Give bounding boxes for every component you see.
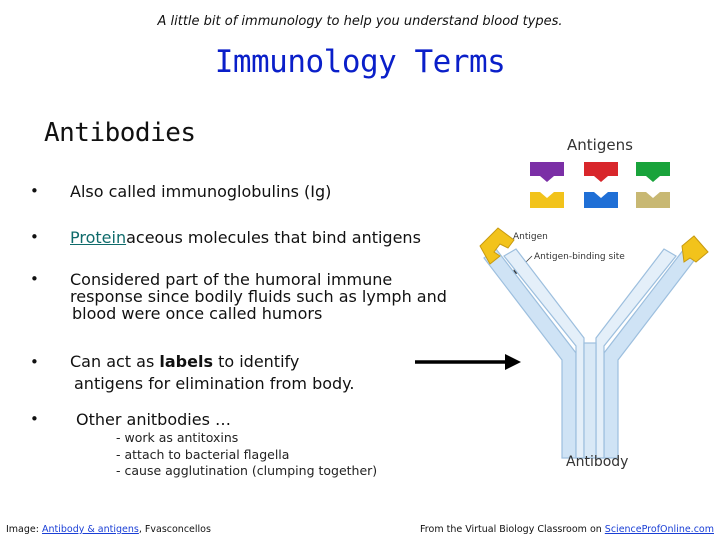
bullet-line: blood were once called humors xyxy=(72,304,323,323)
bullet-line: antigens for elimination from body. xyxy=(74,374,355,393)
bullet-text: Proteinaceous molecules that bind antige… xyxy=(70,229,421,246)
bullet-text: Other anitbodies … xyxy=(76,410,231,429)
bullet-text: Also called immunoglobulins (Ig) xyxy=(70,182,332,201)
bound-antigen-left xyxy=(479,227,515,265)
page-title: Immunology Terms xyxy=(214,44,506,80)
right-arrow-icon xyxy=(415,354,521,370)
bullet-text: Considered part of the humoral immune re… xyxy=(70,271,447,322)
antigen-tan xyxy=(636,192,670,208)
sub-item: - attach to bacterial flagella xyxy=(116,446,290,462)
bullet-dot: • xyxy=(30,228,39,246)
bullet-line: Considered part of the humoral immune xyxy=(70,270,393,289)
antigen-green xyxy=(636,162,670,182)
antibody-shape xyxy=(483,248,697,459)
antigen-label: Antigen xyxy=(513,232,548,242)
bullet-line: Can act as labels to identify xyxy=(70,352,300,371)
antigens-label: Antigens xyxy=(567,136,633,154)
antigen-shapes xyxy=(530,162,670,208)
antibody-stem xyxy=(583,342,597,459)
antigen-red xyxy=(584,162,618,182)
sub-item: - work as antitoxins xyxy=(116,430,239,445)
site-credit: From the Virtual Biology Classroom on Sc… xyxy=(420,524,714,535)
section-title: Antibodies xyxy=(44,118,196,148)
bullet-dot: • xyxy=(30,270,39,288)
image-credit: Image: Antibody & antigens, Fvasconcello… xyxy=(6,524,211,535)
bullet-text: Can act as labels to identify antigens f… xyxy=(70,351,354,395)
antigen-blue xyxy=(584,192,618,208)
bound-antigens xyxy=(479,227,709,265)
sub-list: - work as antitoxins - attach to bacteri… xyxy=(116,430,377,480)
antibody-label: Antibody xyxy=(566,454,628,470)
bullet-text-rest: aceous molecules that bind antigens xyxy=(126,228,421,247)
binding-site-label: Antigen-binding site xyxy=(534,252,625,262)
site-link[interactable]: ScienceProfOnline.com xyxy=(604,524,714,535)
bullet-line: response since bodily fluids such as lym… xyxy=(70,287,447,306)
sub-item: - cause agglutination (clumping together… xyxy=(116,463,378,478)
labels-emphasis: labels xyxy=(159,352,213,371)
bound-antigen-right xyxy=(681,235,709,263)
antigen-yellow xyxy=(530,192,564,208)
bullet-dot: • xyxy=(30,410,39,428)
antigen-purple xyxy=(530,162,564,182)
antibody-antigen-diagram: Antigens Antigen Antigen-binding site An… xyxy=(479,136,709,470)
top-note: A little bit of immunology to help you u… xyxy=(157,14,563,29)
bullet-dot: • xyxy=(30,353,39,371)
bullet-dot: • xyxy=(30,182,39,200)
image-source-link[interactable]: Antibody & antigens xyxy=(41,524,139,535)
protein-link[interactable]: Protein xyxy=(70,228,127,247)
